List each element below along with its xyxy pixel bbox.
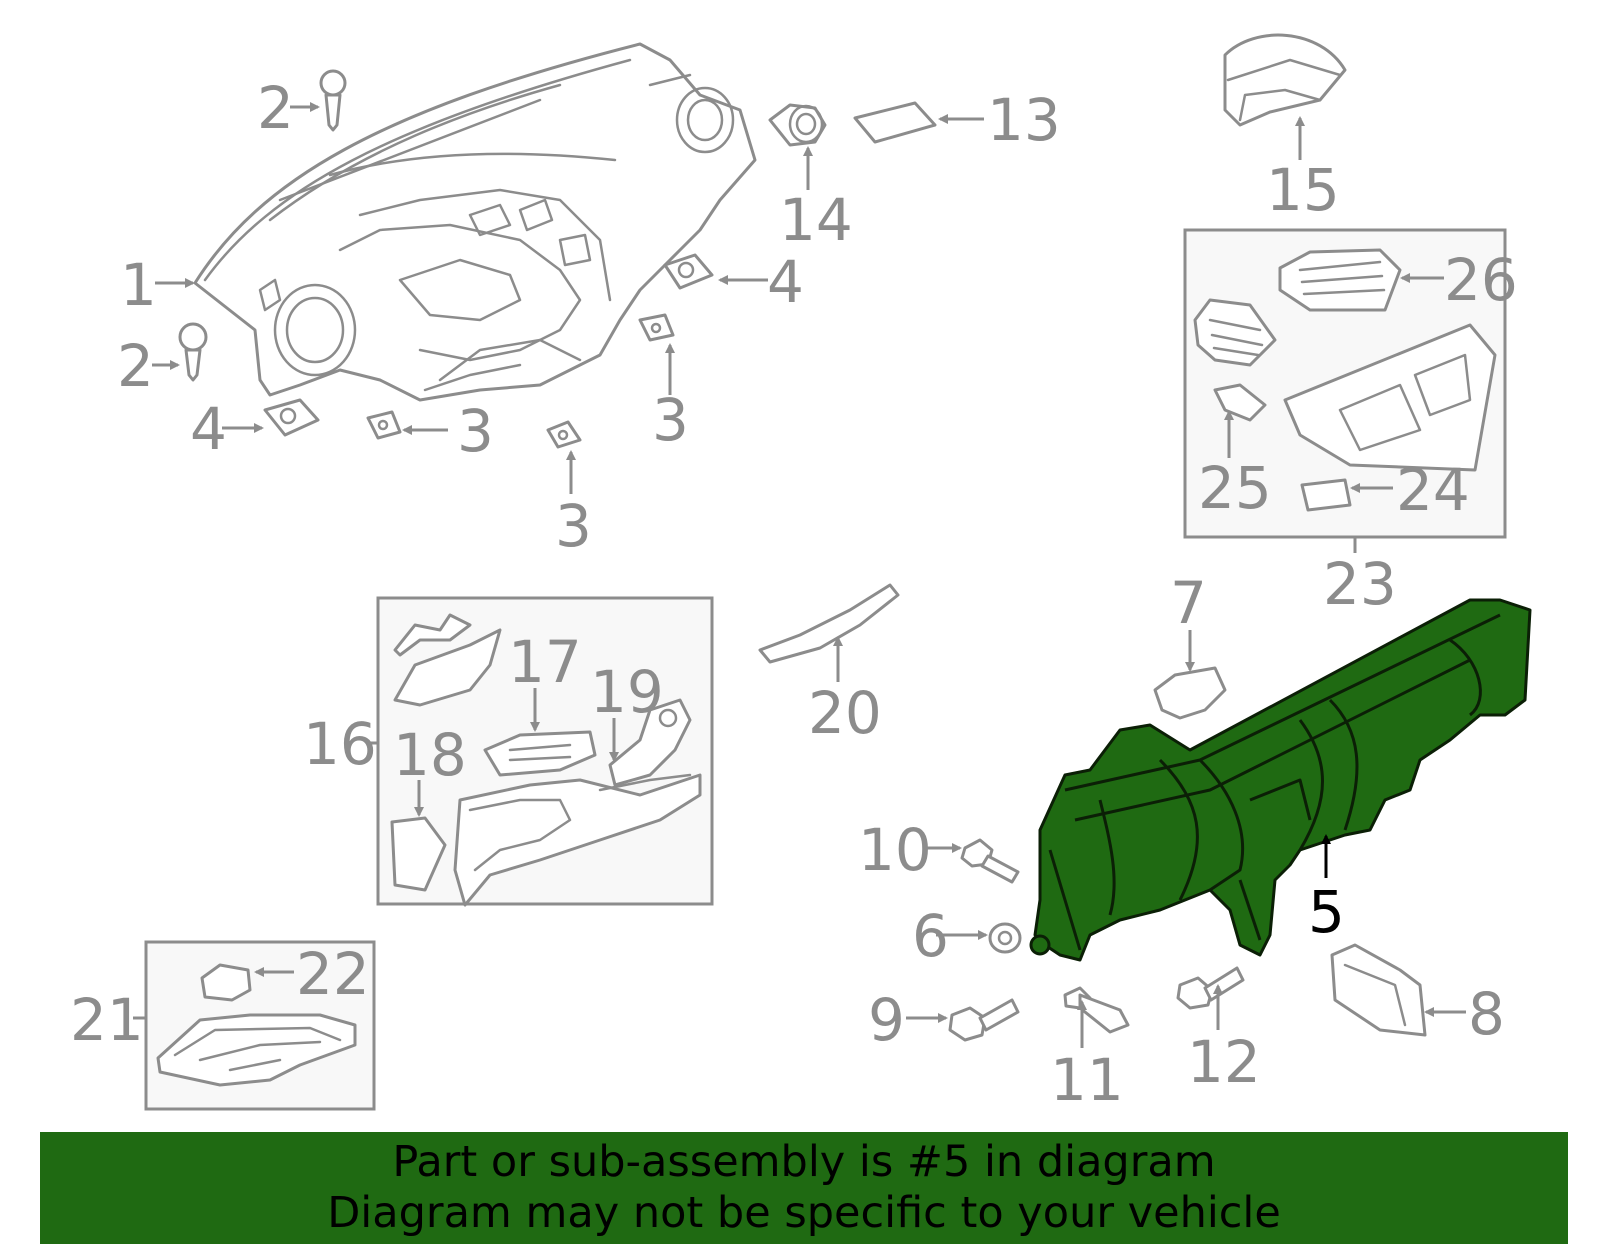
vent-part-26: [1278, 248, 1402, 312]
callout-25: 25: [1198, 454, 1272, 522]
clip-nut-part-4-right: [663, 253, 714, 290]
switch-part-22: [200, 963, 252, 1002]
leader-lines: [133, 102, 1466, 1048]
bolt-part-12: [1176, 966, 1245, 1010]
lid-part-18: [390, 816, 447, 892]
callout-17: 17: [508, 628, 582, 696]
cross-car-beam-part-5: [1029, 598, 1532, 962]
callout-22: 22: [296, 940, 370, 1008]
callout-1: 1: [120, 251, 157, 319]
bolt-part-9: [948, 998, 1020, 1042]
clip-nut-part-4-left: [263, 398, 320, 437]
banner-line-disclaimer: Diagram may not be specific to your vehi…: [327, 1188, 1281, 1238]
bracket-top-group-16: [393, 613, 502, 707]
callout-20: 20: [808, 679, 882, 747]
callout-2-upper: 2: [257, 74, 294, 142]
airbag-part-15: [1223, 33, 1347, 127]
callout-3-left: 3: [457, 397, 494, 465]
callout-8: 8: [1468, 980, 1505, 1048]
vent-part-14: [768, 103, 827, 147]
callout-16: 16: [303, 710, 377, 778]
callout-2-lower: 2: [117, 332, 154, 400]
callout-3-center: 3: [555, 492, 592, 560]
callout-5: 5: [1308, 878, 1345, 946]
bracket-part-20: [758, 583, 900, 664]
callout-4-left: 4: [190, 395, 227, 463]
callout-labels: 1 2 2 4 3 3 3 4 13 14 15 26 25 24 23 7 2…: [70, 74, 1518, 1114]
clip-part-3-right: [638, 313, 675, 342]
callout-21: 21: [70, 986, 144, 1054]
callout-14: 14: [779, 186, 853, 254]
callout-24: 24: [1396, 456, 1470, 524]
bolt-part-10: [960, 838, 1020, 884]
bracket-part-19: [608, 698, 692, 787]
callout-7: 7: [1170, 569, 1207, 637]
screw-part-2-upper: [319, 69, 347, 132]
callout-19: 19: [590, 658, 664, 726]
clip-part-24: [1300, 478, 1352, 512]
callout-18: 18: [393, 721, 467, 789]
banner-line-part: Part or sub-assembly is #5 in diagram: [392, 1137, 1216, 1187]
callout-13: 13: [987, 86, 1061, 154]
callout-11: 11: [1050, 1046, 1124, 1114]
glove-box-group-16: [453, 773, 702, 907]
clip-part-3-left: [366, 410, 402, 440]
lid-part-13: [853, 101, 937, 144]
trim-panel-group-23: [1283, 323, 1497, 472]
callout-10: 10: [858, 816, 932, 884]
bracket-part-7: [1153, 666, 1227, 720]
callout-9: 9: [868, 986, 905, 1054]
nut-part-6: [988, 922, 1022, 954]
bracket-part-25: [1213, 383, 1267, 422]
bracket-part-8: [1330, 943, 1427, 1037]
callout-26: 26: [1444, 246, 1518, 314]
lower-panel-group-21: [156, 1013, 357, 1087]
callout-4-right: 4: [767, 248, 804, 316]
screw-part-2-lower: [178, 322, 208, 382]
callout-6: 6: [912, 902, 949, 970]
callout-23: 23: [1323, 550, 1397, 618]
clip-part-3-center: [546, 420, 582, 449]
bolt-part-11: [1063, 986, 1130, 1034]
callout-12: 12: [1187, 1028, 1261, 1096]
instrument-panel-part-1: [193, 42, 757, 402]
callout-15: 15: [1266, 156, 1340, 224]
info-banner: Part or sub-assembly is #5 in diagram Di…: [40, 1132, 1568, 1244]
vent-left-group-23: [1193, 298, 1277, 367]
pocket-part-17: [483, 730, 597, 777]
callout-3-right: 3: [652, 386, 689, 454]
